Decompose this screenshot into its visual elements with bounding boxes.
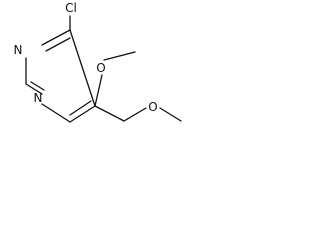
- nitrogen-label-bottom: N: [34, 91, 43, 105]
- bond-c5-c4: [69, 29, 96, 107]
- bond-ch2-o: [123, 107, 147, 122]
- nitrogen-label-top: N: [14, 43, 23, 57]
- bond-n1-c6: [41, 103, 71, 123]
- oxygen-label-ether: O: [148, 100, 157, 114]
- bond-o-methyl-2: [159, 107, 182, 122]
- bond-o-methyl: [103, 51, 136, 61]
- chlorine-label: Cl: [65, 1, 77, 15]
- bond-c4-n3-inner: [45, 37, 71, 52]
- bond-c6-c5: [69, 105, 96, 123]
- structure-diagram: Cl N N O O: [14, 1, 182, 123]
- bond-c4-n3: [41, 29, 71, 46]
- bond-c2-n1: [25, 83, 43, 95]
- bond-c5-o: [94, 74, 103, 107]
- oxygen-label-methoxy: O: [96, 61, 105, 75]
- bond-c6-ch2: [94, 105, 125, 122]
- bond-c5-c6-inner: [69, 100, 92, 116]
- bond-c2-n1-inner: [30, 81, 45, 91]
